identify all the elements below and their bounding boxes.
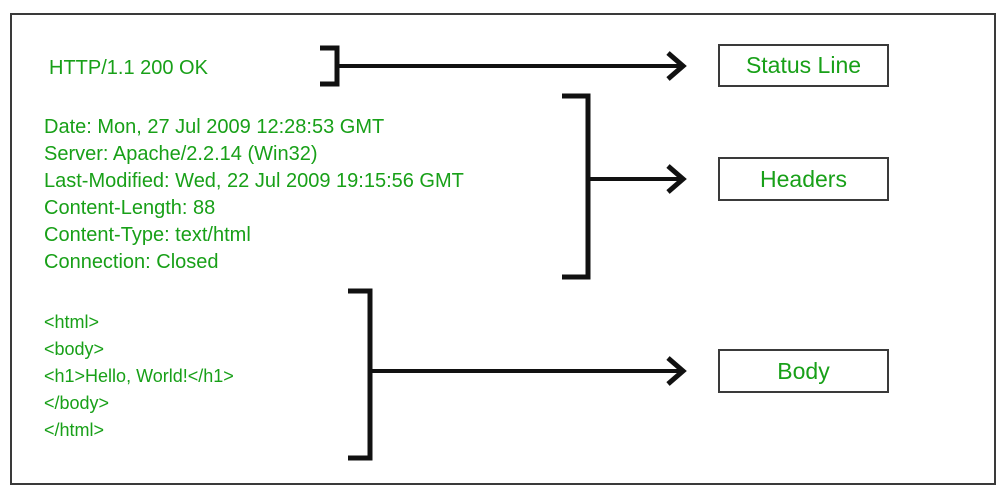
- headers-content: Date: Mon, 27 Jul 2009 12:28:53 GMT Serv…: [44, 116, 464, 273]
- label-box-body: Body: [718, 349, 889, 393]
- body-content: <html> <body> <h1>Hello, World!</h1> </b…: [44, 312, 234, 440]
- status-line-content: HTTP/1.1 200 OK: [49, 57, 208, 79]
- label-box-status-line: Status Line: [718, 44, 889, 87]
- diagram-frame: [10, 13, 996, 485]
- label-box-headers: Headers: [718, 157, 889, 201]
